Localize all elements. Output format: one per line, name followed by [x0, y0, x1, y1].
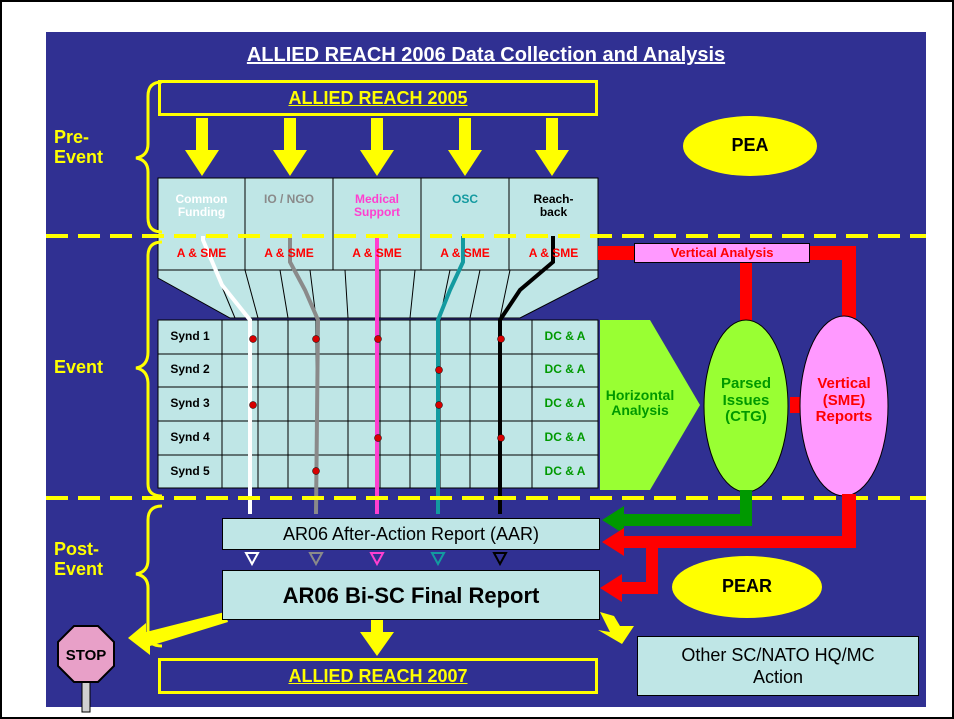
allied-reach-2005-box: ALLIED REACH 2005 [158, 80, 598, 116]
column-track-io-ngo [288, 236, 321, 515]
stop-sign-label: STOP [66, 647, 107, 664]
allied-reach-2005-label: ALLIED REACH 2005 [288, 88, 468, 108]
allied-reach-2007-label: ALLIED REACH 2007 [288, 666, 468, 686]
horizontal-analysis-shape [600, 320, 700, 490]
issue-dot [435, 401, 443, 409]
issue-dot [497, 434, 505, 442]
column-header-common-funding: Common Funding [175, 192, 228, 220]
aar-down-arrows [244, 552, 508, 567]
horizontal-analysis-label: Horizontal Analysis [605, 387, 675, 419]
a-sme-label: A & SME [440, 246, 490, 260]
phase-label-event: Event [54, 357, 104, 377]
parsed-issues-label: Parsed Issues (CTG) [720, 375, 772, 425]
vertical-to-reports-path [600, 494, 856, 602]
allied-reach-2007-box: ALLIED REACH 2007 [158, 658, 598, 694]
syndicate-label: Synd 4 [170, 430, 210, 444]
final-report-arrows [128, 612, 634, 656]
pear-label: PEAR [721, 576, 772, 596]
syndicate-label: Synd 2 [170, 362, 210, 376]
pear-ellipse: PEAR [672, 556, 822, 618]
other-action-label: Other SC/NATO HQ/MC Action [681, 645, 875, 687]
dc-a-label: DC & A [544, 362, 586, 376]
final-report-label: AR06 Bi-SC Final Report [282, 583, 540, 608]
pea-label: PEA [731, 135, 769, 155]
syndicate-label: Synd 1 [170, 329, 210, 343]
phase-label-post-event: Post- Event [54, 539, 104, 579]
aar-box: AR06 After-Action Report (AAR) [222, 518, 600, 550]
column-track-osc [436, 236, 465, 514]
issue-dot [249, 335, 257, 343]
vertical-analysis-label: Vertical Analysis [670, 245, 774, 260]
column-header-osc: OSC [451, 192, 478, 206]
vertical-analysis-box: Vertical Analysis [634, 243, 810, 263]
issue-dot [435, 366, 443, 374]
phase-label-pre-event: Pre- Event [54, 127, 104, 167]
column-track-common-funding [201, 236, 252, 514]
syndicate-grid-lines [158, 320, 598, 488]
final-report-box: AR06 Bi-SC Final Report [222, 570, 600, 620]
a-sme-label: A & SME [528, 246, 579, 260]
column-header-medical-support: Medical Support [354, 192, 400, 220]
a-sme-label: A & SME [264, 246, 314, 260]
syndicate-label: Synd 5 [170, 464, 210, 478]
horizontal-to-aar-path [602, 490, 752, 534]
issue-dot [374, 434, 382, 442]
issue-dot [249, 401, 257, 409]
column-track-reachback [498, 236, 555, 514]
other-action-box: Other SC/NATO HQ/MC Action [637, 636, 919, 696]
dc-a-label: DC & A [544, 464, 586, 478]
issue-dot [312, 335, 320, 343]
diagram-title: ALLIED REACH 2006 Data Collection and An… [246, 44, 726, 66]
aar-label: AR06 After-Action Report (AAR) [282, 524, 540, 544]
issue-dots [249, 335, 505, 475]
dc-a-label: DC & A [544, 329, 586, 343]
vertical-reports-label: Vertical (SME) Reports [815, 375, 873, 425]
top-down-arrows [185, 118, 569, 176]
issue-dot [374, 335, 382, 343]
issue-dot [312, 467, 320, 475]
stop-sign-icon: STOP [57, 625, 115, 713]
issue-dot [497, 335, 505, 343]
syndicate-label: Synd 3 [170, 396, 210, 410]
a-sme-label: A & SME [352, 246, 402, 260]
column-header-io-ngo: IO / NGO [263, 192, 314, 206]
pea-ellipse: PEA [683, 116, 817, 176]
dc-a-label: DC & A [544, 396, 586, 410]
column-header-reachback: Reach- back [533, 192, 574, 220]
a-sme-label: A & SME [176, 246, 227, 260]
dc-a-label: DC & A [544, 430, 586, 444]
